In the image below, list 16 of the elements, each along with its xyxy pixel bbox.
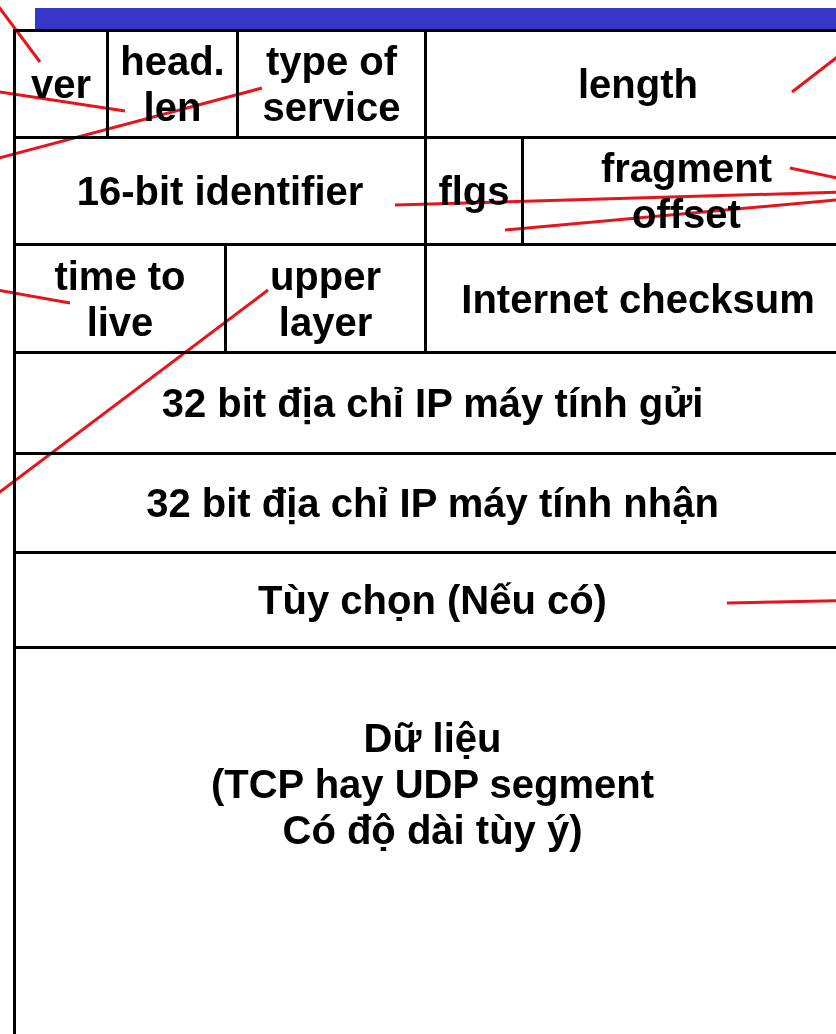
field-label: Dữ liệu bbox=[362, 715, 503, 761]
field-label: length bbox=[578, 61, 698, 107]
field-label: flgs bbox=[438, 168, 510, 214]
field-label: ver bbox=[30, 61, 92, 107]
field-label: Internet checksum bbox=[461, 275, 815, 322]
field-label: type of service bbox=[261, 38, 402, 130]
field-label: Tùy chọn (Nếu có) bbox=[258, 577, 607, 623]
leader-line bbox=[726, 598, 836, 605]
header-field-cell bbox=[13, 29, 109, 139]
field-label: 32 bit địa chỉ IP máy tính gửi bbox=[161, 380, 704, 426]
field-label: upper layer bbox=[268, 252, 383, 345]
leader-line bbox=[394, 189, 836, 207]
field-label: 16-bit identifier bbox=[76, 168, 364, 214]
field-label: (TCP hay UDP segment Có độ dài tùy ý) bbox=[209, 761, 656, 853]
field-label: 32 bit địa chỉ IP máy tính nhận bbox=[146, 480, 719, 526]
field-label: time to live bbox=[53, 252, 187, 345]
